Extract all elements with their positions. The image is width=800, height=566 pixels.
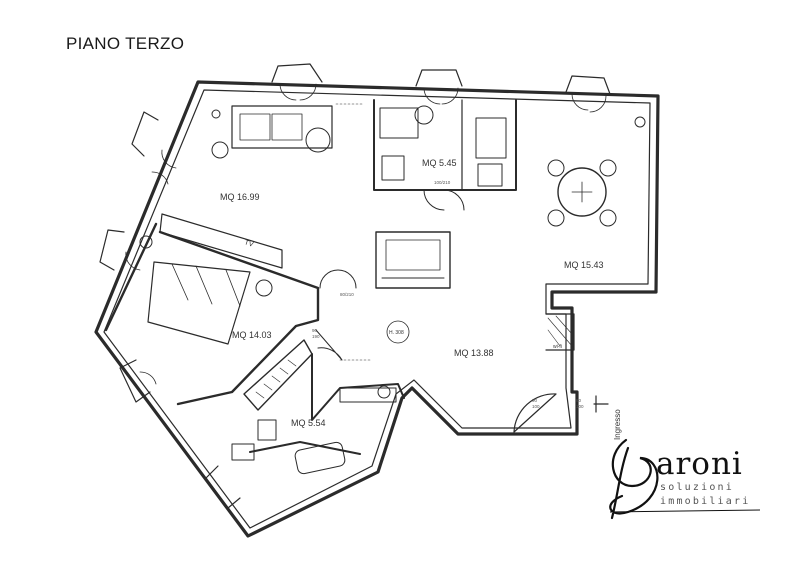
tv-label: TV <box>243 239 254 249</box>
wardrobe <box>243 339 313 411</box>
bedroom-wall <box>104 222 320 406</box>
sink2 <box>257 419 277 441</box>
tv-unit <box>159 213 283 269</box>
bathroom-wall <box>373 99 517 191</box>
window-bay <box>271 63 323 83</box>
bedroom-door <box>315 329 343 361</box>
bathtub <box>294 441 346 475</box>
dining-chair <box>599 209 617 227</box>
room-label-bath2: MQ 5.54 <box>291 418 326 428</box>
entrance-door <box>513 393 557 433</box>
bed-pillows <box>171 263 241 307</box>
hall-door <box>319 269 357 289</box>
toilet <box>381 155 405 181</box>
dining-table-cross <box>571 181 593 203</box>
dining-chair <box>547 209 565 227</box>
sofa-seat-left <box>239 113 271 141</box>
room-label-bedroom: MQ 14.03 <box>232 330 272 340</box>
baroni-logo: aroni soluzioni immobiliari <box>609 438 761 520</box>
kitchen-hob <box>385 239 441 271</box>
svg-text:100: 100 <box>532 404 540 409</box>
entrance-arrow <box>593 395 609 413</box>
nightstand <box>139 235 153 249</box>
room-label-hall: MQ 13.88 <box>454 348 494 358</box>
window-swing <box>139 371 157 385</box>
outer-wall <box>94 80 660 538</box>
entrance-label: Ingresso <box>613 409 622 440</box>
dashed-line <box>335 103 373 361</box>
svg-text:90: 90 <box>576 398 582 403</box>
page-title: PIANO TERZO <box>66 34 185 53</box>
logo-wordmark: aroni <box>656 446 743 482</box>
bathroom-door <box>423 189 465 211</box>
inner-wall-outline <box>103 89 651 529</box>
logo-underline <box>609 509 761 513</box>
shower-tray <box>379 107 419 139</box>
wall-lamp <box>634 116 646 128</box>
window-bay <box>119 359 151 403</box>
svg-text:90: 90 <box>532 398 538 403</box>
height-marker <box>386 320 410 344</box>
shower-fixture <box>414 105 434 125</box>
closet-label: wi-fi <box>553 344 562 350</box>
armchair <box>305 127 331 153</box>
sofa-seat-right <box>271 113 303 141</box>
window-bay <box>565 75 611 95</box>
logo-b-mark <box>609 438 659 520</box>
bathroom2-vanity <box>339 387 397 403</box>
room-label-dining: MQ 15.43 <box>564 260 604 270</box>
logo-subline-1: soluzioni <box>660 482 734 493</box>
nightstand <box>255 279 273 297</box>
kitchen-unit <box>375 231 451 289</box>
dining-chair <box>599 159 617 177</box>
logo-subline-2: immobiliari <box>660 496 750 507</box>
window-bay <box>131 111 159 157</box>
window-bay <box>99 229 125 271</box>
dining-table <box>557 167 607 217</box>
svg-text:90: 90 <box>312 328 318 333</box>
window-bay <box>205 465 241 509</box>
washbasin <box>231 443 255 461</box>
lamp-table <box>211 141 229 159</box>
svg-text:190: 190 <box>312 334 320 339</box>
wall-lamp <box>211 109 221 119</box>
svg-text:80/210: 80/210 <box>340 292 354 297</box>
bidet <box>477 163 503 187</box>
window-swing <box>125 251 141 271</box>
window-swing <box>151 149 177 185</box>
window-swing <box>423 87 459 105</box>
wardrobe-hangers <box>255 359 297 399</box>
height-label: H. 308 <box>389 330 404 336</box>
room-label-bath1: MQ 5.45 <box>422 158 457 168</box>
toilet2 <box>377 385 391 399</box>
room-label-living: MQ 16.99 <box>220 192 260 202</box>
svg-text:100: 100 <box>576 404 584 409</box>
sofa <box>231 105 333 149</box>
window-swing <box>571 93 607 113</box>
window-bay <box>415 69 463 87</box>
closet-box <box>545 313 575 351</box>
dining-chair <box>547 159 565 177</box>
svg-text:100/210: 100/210 <box>434 180 451 185</box>
closet-hatch <box>547 315 573 347</box>
bed <box>147 261 251 345</box>
window-swing <box>279 83 317 101</box>
basin <box>475 117 507 159</box>
